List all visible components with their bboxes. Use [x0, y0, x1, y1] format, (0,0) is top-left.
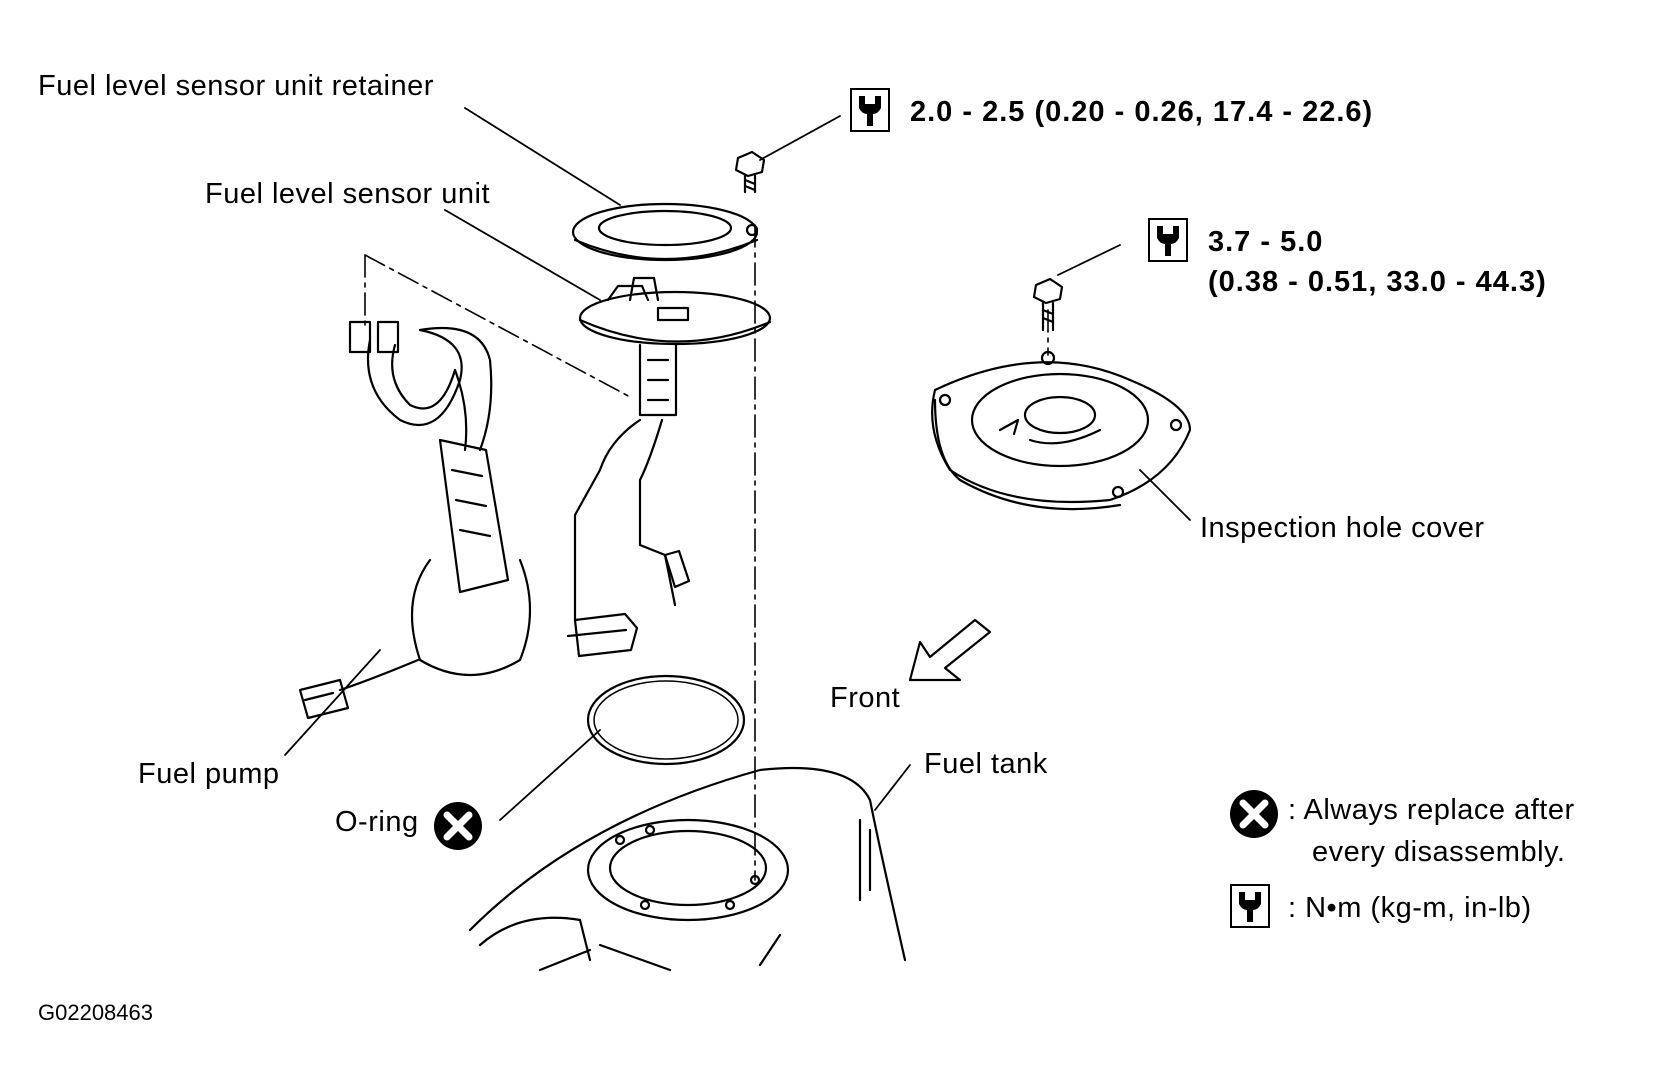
wrench-icon	[850, 88, 890, 132]
sensor-unit	[566, 276, 772, 658]
o-ring	[586, 674, 746, 766]
legend-torque-units: : N•m (kg-m, in-lb)	[1288, 892, 1532, 924]
label-o-ring: O-ring	[335, 806, 419, 838]
label-fuel-pump: Fuel pump	[138, 758, 280, 790]
label-front: Front	[830, 682, 901, 714]
alignment-lines	[364, 224, 1049, 881]
retainer-ring	[571, 202, 759, 262]
fuel-pump	[298, 320, 532, 720]
replace-x-icon	[434, 802, 482, 850]
label-retainer: Fuel level sensor unit retainer	[38, 70, 434, 102]
fuel-tank	[468, 766, 907, 972]
label-inspection-cover: Inspection hole cover	[1200, 512, 1485, 544]
label-fuel-tank: Fuel tank	[924, 748, 1048, 780]
cover-bolt	[1032, 277, 1064, 332]
torque-cover-bolt-line2: (0.38 - 0.51, 33.0 - 44.3)	[1208, 266, 1547, 298]
torque-cover-bolt-line1: 3.7 - 5.0	[1208, 226, 1324, 258]
retainer-bolt	[734, 150, 766, 194]
replace-x-icon	[1230, 790, 1278, 838]
wrench-icon	[1230, 884, 1270, 928]
label-sensor-unit: Fuel level sensor unit	[205, 178, 491, 210]
torque-retainer-bolt: 2.0 - 2.5 (0.20 - 0.26, 17.4 - 22.6)	[910, 96, 1374, 128]
leader-lines	[284, 107, 1191, 821]
front-arrow	[908, 618, 992, 682]
legend-replace-line2: every disassembly.	[1312, 836, 1566, 868]
legend-replace-line1: : Always replace after	[1288, 794, 1575, 826]
figure-code: G02208463	[38, 1000, 153, 1025]
inspection-hole-cover	[931, 350, 1192, 511]
wrench-icon	[1148, 218, 1188, 262]
